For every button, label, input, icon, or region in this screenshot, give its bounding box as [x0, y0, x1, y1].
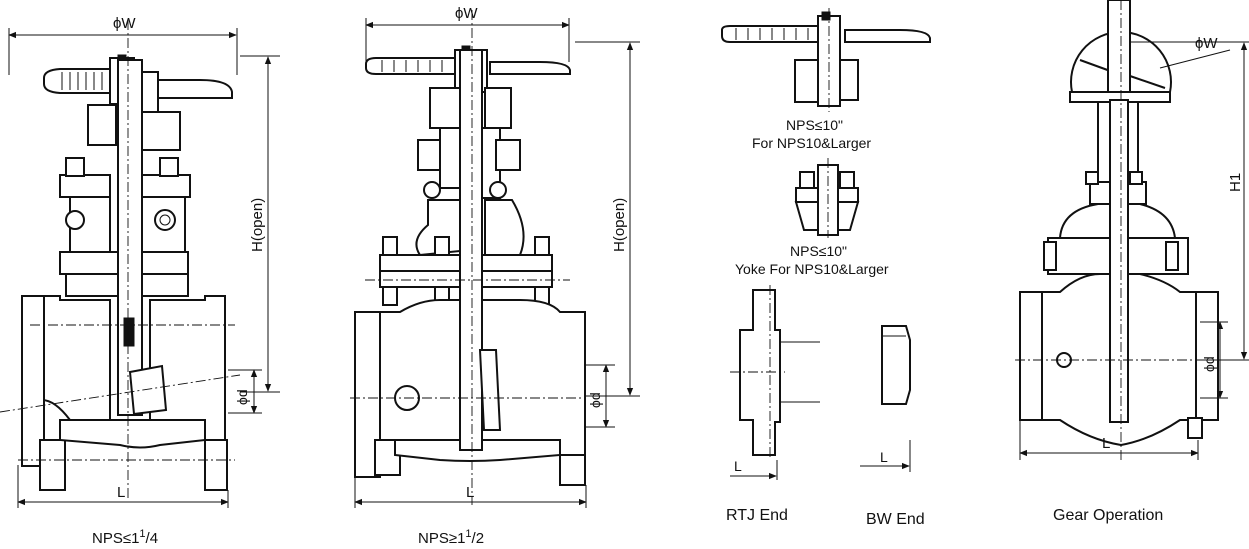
body-left: [41, 295, 111, 421]
bore-dim-label: ϕd: [234, 389, 250, 405]
height-dim-label: H(open): [249, 198, 266, 252]
yoke-note-line1: NPS≤10": [790, 243, 847, 259]
handwheel-detail: NPS≤10" For NPS10&Larger: [721, 8, 931, 151]
length-dim-label-2: L: [466, 484, 474, 501]
valve-small-view: ϕW: [0, 15, 280, 547]
handwheel-note-line2: For NPS10&Larger: [752, 135, 871, 151]
gate-disc-2: [478, 349, 502, 431]
bore-dim-label-2: ϕd: [587, 392, 603, 408]
bw-length-label: L: [880, 449, 888, 465]
handwheel-left: [43, 68, 119, 94]
yoke-left: [87, 104, 117, 146]
length-dim-label: L: [117, 484, 125, 501]
gear-bore-dim-label: ϕd: [1201, 356, 1217, 372]
bw-end-detail: L BW End: [860, 325, 925, 528]
handwheel-dim-label-2: ϕW: [455, 5, 478, 22]
handwheel-note-line1: NPS≤10": [786, 117, 843, 133]
bw-caption: BW End: [866, 511, 925, 528]
gear-stem-top: [1107, 0, 1131, 93]
yoke-detail: NPS≤10" Yoke For NPS10&Larger: [735, 158, 889, 277]
end-flange-left: [21, 295, 45, 467]
caption-large-valve: NPS≥11/2: [418, 528, 484, 547]
pin-icon: [65, 210, 85, 230]
gear-end-flange-left: [1019, 291, 1043, 421]
gate-disc: [128, 364, 168, 416]
rtj-length-label: L: [734, 458, 742, 474]
valve-large-view: ϕW: [350, 5, 640, 547]
gear-height-dim-label: H1: [1227, 173, 1244, 192]
gear-length-dim-label: L: [1102, 435, 1110, 452]
caption-small-valve: NPS≤11/4: [92, 528, 158, 547]
handwheel-2: [365, 57, 459, 75]
handwheel-dim-label: ϕW: [113, 15, 136, 32]
gland-bolt-left: [417, 139, 441, 171]
gear-wheel-dim-label: ϕW: [1195, 35, 1218, 52]
yoke-note-line2: Yoke For NPS10&Larger: [735, 261, 889, 277]
gear-stem: [1109, 99, 1129, 423]
valve-stem: [117, 59, 143, 416]
yoke-right: [139, 111, 181, 151]
valve-stem-2: [459, 49, 483, 451]
rtj-end-detail: L RTJ End: [726, 285, 820, 524]
height-dim-label-2: H(open): [611, 198, 628, 252]
gear-caption: Gear Operation: [1053, 507, 1163, 524]
rtj-caption: RTJ End: [726, 507, 788, 524]
gland-flange-left: [59, 174, 111, 198]
gear-operation-view: ϕW H1 ϕd L Gear Operation: [1015, 0, 1249, 524]
